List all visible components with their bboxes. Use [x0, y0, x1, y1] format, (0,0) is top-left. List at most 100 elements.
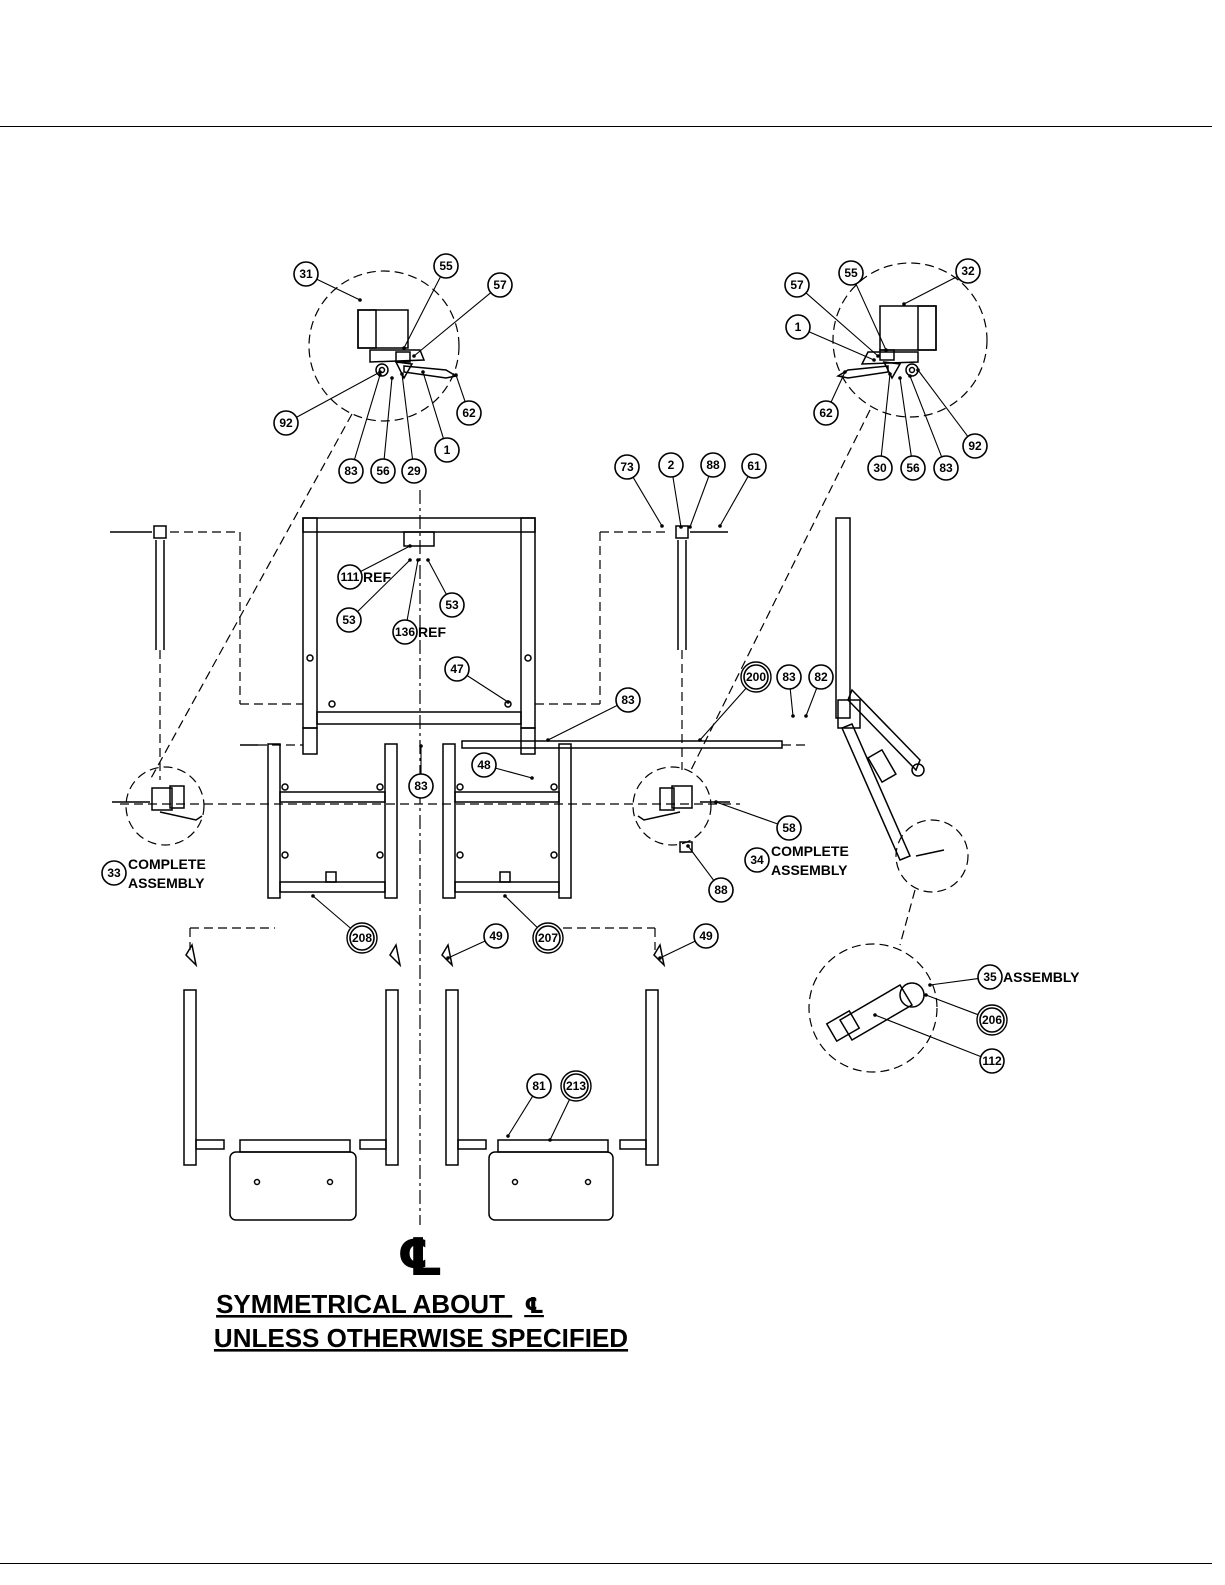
- callout-82: 82: [809, 665, 833, 689]
- assembly-35-detail: [827, 983, 924, 1041]
- callout-61: 61: [742, 454, 766, 478]
- callout-83: 83: [934, 456, 958, 480]
- callout-83: 83: [777, 665, 801, 689]
- svg-text:53: 53: [445, 598, 459, 612]
- svg-text:200: 200: [746, 670, 766, 684]
- callout-55: 55: [434, 254, 458, 278]
- callout-57: 57: [488, 273, 512, 297]
- left-assembly-line1: COMPLETE: [128, 856, 206, 872]
- horizontal-shaft: [240, 741, 810, 748]
- callout-56: 56: [901, 456, 925, 480]
- callout-111-ref: 111: [338, 565, 362, 589]
- detail-top-left-mechanism: [358, 310, 456, 378]
- svg-text:61: 61: [747, 459, 761, 473]
- callout-88: 88: [709, 878, 733, 902]
- callout-57: 57: [785, 273, 809, 297]
- svg-text:62: 62: [819, 406, 833, 420]
- svg-text:57: 57: [493, 278, 507, 292]
- callout-31: 31: [294, 262, 318, 286]
- callout-213: 213: [561, 1071, 591, 1101]
- svg-text:56: 56: [906, 461, 920, 475]
- callout-136-ref: 136: [393, 620, 417, 644]
- right-assembly-label: 34 COMPLETE ASSEMBLY: [745, 843, 849, 878]
- svg-text:81: 81: [532, 1079, 546, 1093]
- svg-text:88: 88: [714, 883, 728, 897]
- callout-49: 49: [694, 924, 718, 948]
- callout-35-assembly: 35: [978, 965, 1002, 989]
- callout-62: 62: [814, 401, 838, 425]
- left-assembly-num: 33: [107, 866, 121, 880]
- callout-83: 83: [409, 774, 433, 798]
- svg-text:31: 31: [299, 267, 313, 281]
- svg-text:53: 53: [342, 613, 356, 627]
- svg-text:57: 57: [790, 278, 804, 292]
- detail-circle-arm-end: [896, 820, 968, 892]
- svg-text:47: 47: [450, 662, 464, 676]
- callout-83: 83: [616, 688, 640, 712]
- left-assembly-label: 33 COMPLETE ASSEMBLY: [102, 856, 206, 891]
- svg-text:83: 83: [344, 464, 358, 478]
- svg-text:48: 48: [477, 758, 491, 772]
- note-line2: UNLESS OTHERWISE SPECIFIED: [214, 1323, 628, 1353]
- callout-62: 62: [457, 401, 481, 425]
- svg-text:56: 56: [376, 464, 390, 478]
- callout-47: 47: [445, 657, 469, 681]
- svg-text:83: 83: [414, 779, 428, 793]
- svg-text:55: 55: [439, 259, 453, 273]
- callout-1: 1: [435, 438, 459, 462]
- svg-text:88: 88: [706, 458, 720, 472]
- callout-200: 200: [741, 662, 771, 692]
- svg-text:1: 1: [795, 320, 802, 334]
- left-lower-frame: [268, 744, 397, 898]
- svg-text:55: 55: [844, 266, 858, 280]
- left-assembly-line2: ASSEMBLY: [128, 875, 205, 891]
- callout-49: 49: [484, 924, 508, 948]
- svg-text:207: 207: [538, 931, 558, 945]
- callout-81: 81: [527, 1074, 551, 1098]
- callout-207: 207: [533, 923, 563, 953]
- centerline-symbol: ℄: [397, 1228, 444, 1288]
- left-complete-assembly: [112, 786, 202, 820]
- svg-text:83: 83: [782, 670, 796, 684]
- callout-92: 92: [963, 434, 987, 458]
- callout-30: 30: [868, 456, 892, 480]
- right-threaded-rod: [535, 526, 728, 770]
- svg-text:35: 35: [983, 970, 997, 984]
- svg-text:111: 111: [341, 570, 360, 584]
- side-arm-assembly: [836, 518, 944, 860]
- svg-text:62: 62: [462, 406, 476, 420]
- callout-29: 29: [402, 459, 426, 483]
- callout-55: 55: [839, 261, 863, 285]
- right-lower-frame: [443, 744, 571, 898]
- detail-circle-left-assembly: [126, 767, 204, 845]
- svg-text:29: 29: [407, 464, 421, 478]
- detail-circle-35-assembly: [809, 944, 937, 1072]
- svg-text:30: 30: [873, 461, 887, 475]
- right-assembly-line2: ASSEMBLY: [771, 862, 848, 878]
- left-threaded-rod: [110, 526, 303, 780]
- detail-circle-top-right: [833, 263, 987, 417]
- svg-text:32: 32: [961, 264, 975, 278]
- callout-2: 2: [659, 453, 683, 477]
- svg-text:58: 58: [782, 821, 796, 835]
- svg-text:49: 49: [699, 929, 713, 943]
- svg-text:82: 82: [814, 670, 828, 684]
- svg-text:92: 92: [968, 439, 982, 453]
- footplates: [230, 1140, 613, 1220]
- svg-text:112: 112: [982, 1054, 1002, 1068]
- note-line1: SYMMETRICAL ABOUT ℄: [216, 1289, 544, 1319]
- callout-53: 53: [440, 593, 464, 617]
- callout-208: 208: [347, 923, 377, 953]
- callout-35-label: ASSEMBLY: [1003, 969, 1080, 985]
- callout-112: 112: [980, 1049, 1004, 1073]
- svg-text:49: 49: [489, 929, 503, 943]
- svg-text:1: 1: [444, 443, 451, 457]
- svg-text:2: 2: [668, 458, 675, 472]
- svg-text:213: 213: [566, 1079, 586, 1093]
- callout-83: 83: [339, 459, 363, 483]
- callout-32: 32: [956, 259, 980, 283]
- callout-48: 48: [472, 753, 496, 777]
